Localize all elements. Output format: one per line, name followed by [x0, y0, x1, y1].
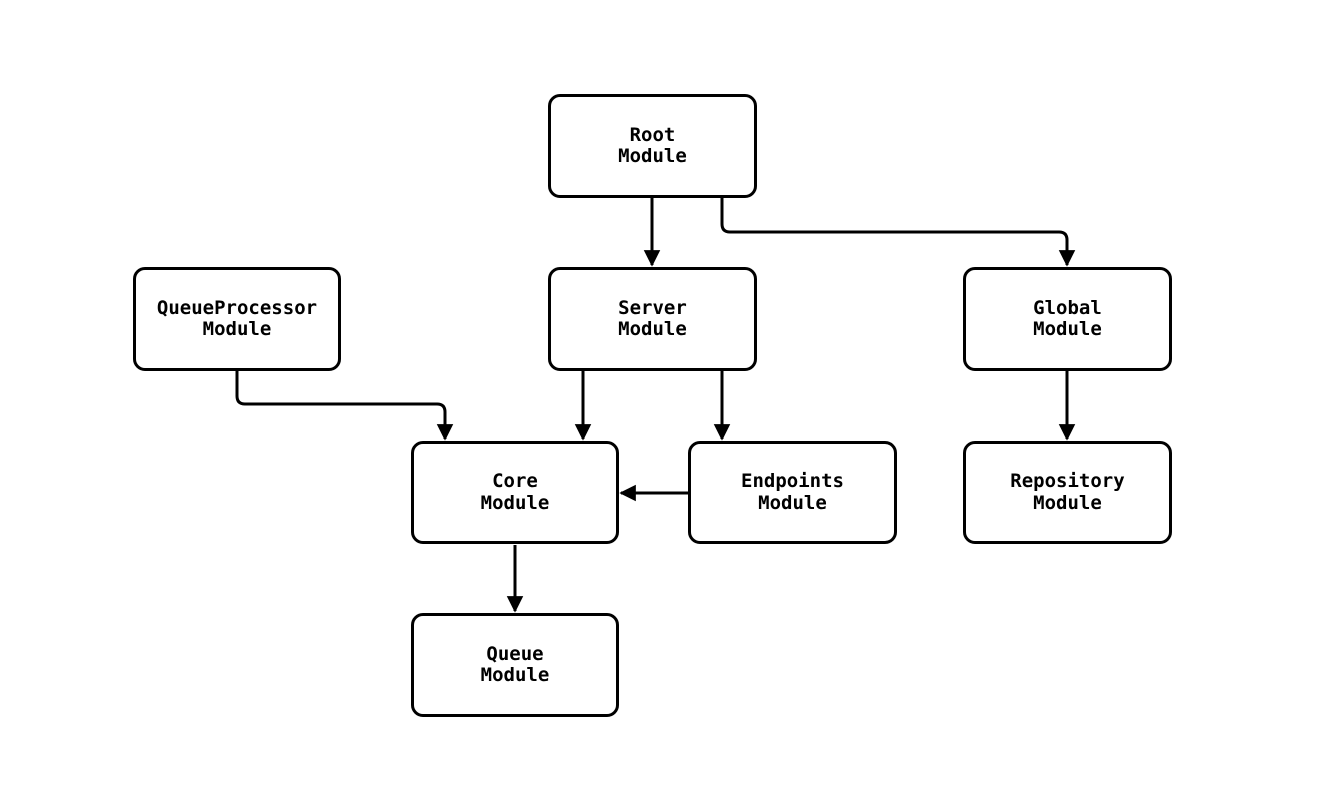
node-root-module-label: Root Module [618, 123, 687, 167]
node-endpoints-module-label: Endpoints Module [741, 470, 844, 514]
node-repository-module-label: Repository Module [1010, 470, 1125, 514]
node-global-module: Global Module [963, 267, 1172, 371]
node-server-module: Server Module [548, 267, 757, 371]
edge-queue-processor-to-core [235, 371, 454, 441]
edge-root-to-global [720, 198, 1076, 267]
node-repository-module: Repository Module [963, 441, 1172, 544]
node-global-module-label: Global Module [1033, 296, 1102, 340]
node-root-module: Root Module [548, 94, 757, 198]
node-endpoints-module: Endpoints Module [688, 441, 897, 544]
node-server-module-label: Server Module [618, 296, 687, 340]
node-queue-module-label: Queue Module [480, 642, 550, 686]
node-queueprocessor-module: QueueProcessor Module [133, 267, 341, 371]
node-core-module: Core Module [411, 441, 619, 544]
node-queueprocessor-module-label: QueueProcessor Module [156, 296, 318, 340]
node-core-module-label: Core Module [480, 470, 550, 514]
node-queue-module: Queue Module [411, 613, 619, 717]
